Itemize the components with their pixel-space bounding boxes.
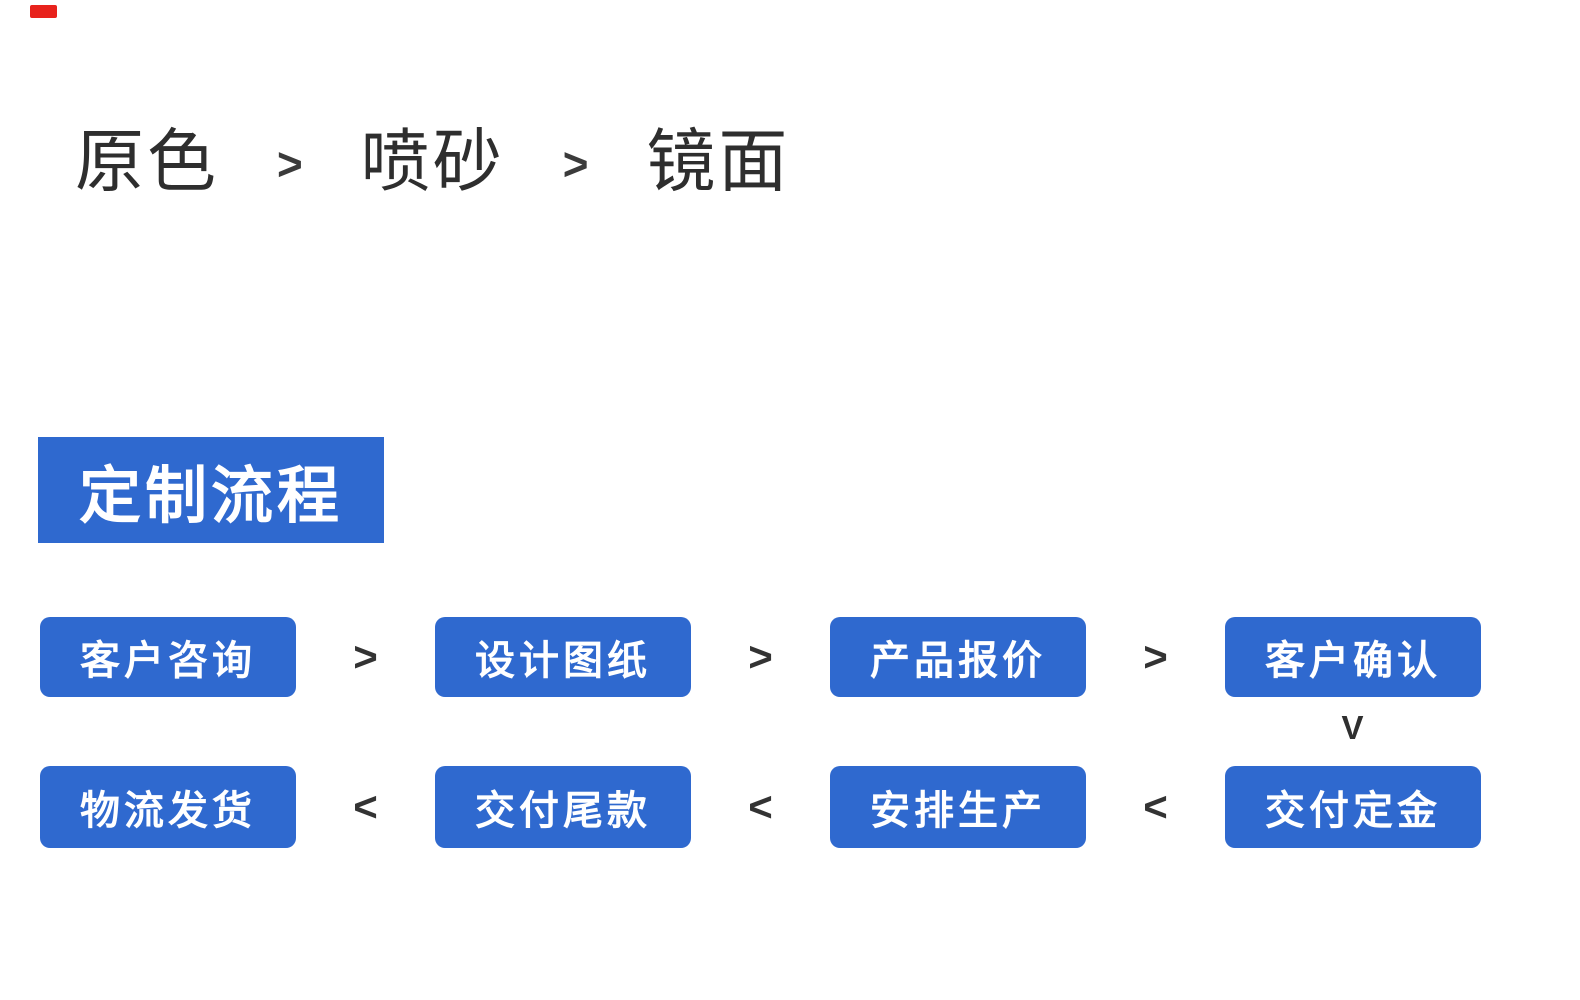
section-header-title: 定制流程 [78,462,343,531]
step-label: 客户咨询 [80,639,256,683]
process-flow-row-2: 物流发货 < 交付尾款 < 安排生产 < 交付定金 [40,766,1481,848]
finish-option-mirror: 镜面 [646,123,791,200]
chevron-left-icon: < [1143,783,1168,830]
step-product-quote: 产品报价 [830,617,1086,697]
step-pay-deposit: 交付定金 [1225,766,1481,848]
chevron-right-icon: > [277,138,303,191]
step-label: 设计图纸 [475,639,651,683]
step-logistics-shipping: 物流发货 [40,766,296,848]
chevron-down-icon: V [1341,709,1365,746]
step-label: 物流发货 [80,789,256,833]
step-arrange-production: 安排生产 [830,766,1086,848]
step-label: 产品报价 [870,639,1046,683]
step-label: 交付尾款 [475,789,651,833]
step-customer-inquiry: 客户咨询 [40,617,296,697]
process-flow-connector-row: V [40,702,1481,754]
finish-options-row: 原色 > 喷砂 > 镜面 [75,122,790,201]
chevron-left-icon: < [353,783,378,830]
process-flow-row-1: 客户咨询 > 设计图纸 > 产品报价 > 客户确认 [40,617,1481,697]
step-label: 安排生产 [870,789,1046,833]
section-header-custom-process: 定制流程 [38,437,384,543]
step-design-drawing: 设计图纸 [435,617,691,697]
chevron-right-icon: > [748,633,773,680]
chevron-right-icon: > [1143,633,1168,680]
red-corner-mark [30,5,57,18]
finish-option-original: 原色 [75,123,219,200]
chevron-left-icon: < [748,783,773,830]
chevron-right-icon: > [562,138,589,191]
step-pay-balance: 交付尾款 [435,766,691,848]
step-label: 客户确认 [1265,639,1441,683]
step-label: 交付定金 [1265,789,1441,833]
chevron-right-icon: > [353,633,378,680]
step-customer-confirm: 客户确认 [1225,617,1481,697]
finish-option-sandblast: 喷砂 [360,123,505,200]
